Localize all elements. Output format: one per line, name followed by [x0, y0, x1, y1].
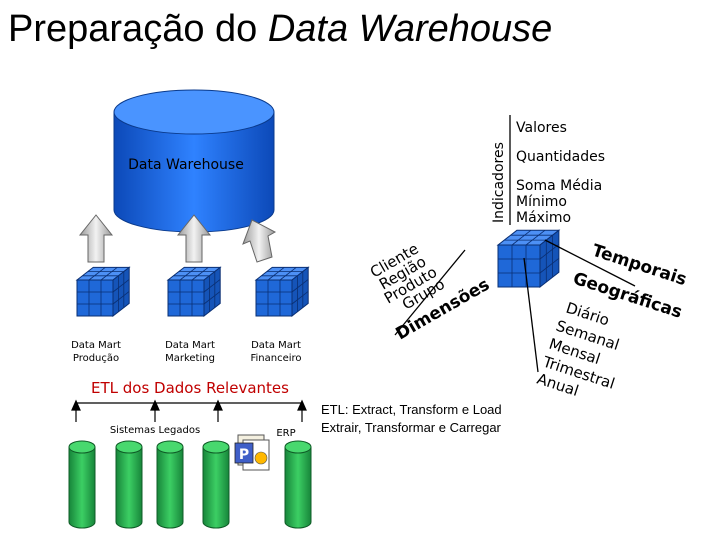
- cube-group: [75, 229, 561, 318]
- data-mart-cube-1: [75, 266, 131, 318]
- indicators-axis-label: Indicadores: [491, 142, 507, 223]
- etl-caption-line2: Extrair, Transformar e Carregar: [321, 420, 502, 435]
- etl-bracket: [71, 399, 307, 422]
- page-title: Preparação do Data Warehouse: [8, 8, 553, 50]
- data-warehouse-cylinder: [113, 89, 275, 233]
- indicator-item: Quantidades: [516, 149, 605, 165]
- data-mart-cube-3: [254, 266, 310, 318]
- source-cylinder-3: [156, 440, 184, 529]
- indicator-item: Máximo: [516, 210, 571, 226]
- legacy-systems-label: Sistemas Legados: [110, 425, 200, 436]
- time-axis-line: [544, 239, 636, 287]
- geo-axis-line: [523, 257, 539, 373]
- svg-text:P: P: [239, 447, 249, 463]
- etl-caption-line1: ETL: Extract, Transform e Load: [321, 402, 502, 417]
- indicator-item: Mínimo: [516, 194, 567, 210]
- source-cylinder-2: [115, 440, 143, 529]
- etl-heading: ETL dos Dados Relevantes: [91, 379, 289, 397]
- erp-label: ERP: [276, 428, 295, 439]
- arrow-up-3: [242, 219, 277, 263]
- source-cylinder-5: [284, 440, 312, 529]
- up-arrows: [78, 214, 277, 263]
- application-icon: P: [234, 434, 270, 471]
- indicators-axis: Indicadores Valores Quantidades Soma Méd…: [491, 115, 605, 226]
- data-mart-cube-2: [166, 266, 222, 318]
- warehouse-label: Data Warehouse: [128, 157, 244, 173]
- dimensions-axis-line: [394, 249, 466, 336]
- indicator-item: Valores: [516, 120, 567, 136]
- source-cylinder-4: [202, 440, 230, 529]
- arrow-up-2: [176, 214, 212, 263]
- arrow-up-1: [78, 214, 114, 263]
- source-cylinder-1: [68, 440, 96, 529]
- olap-cube: [496, 229, 561, 289]
- indicator-item: Soma Média: [516, 178, 602, 194]
- source-systems: [68, 440, 312, 529]
